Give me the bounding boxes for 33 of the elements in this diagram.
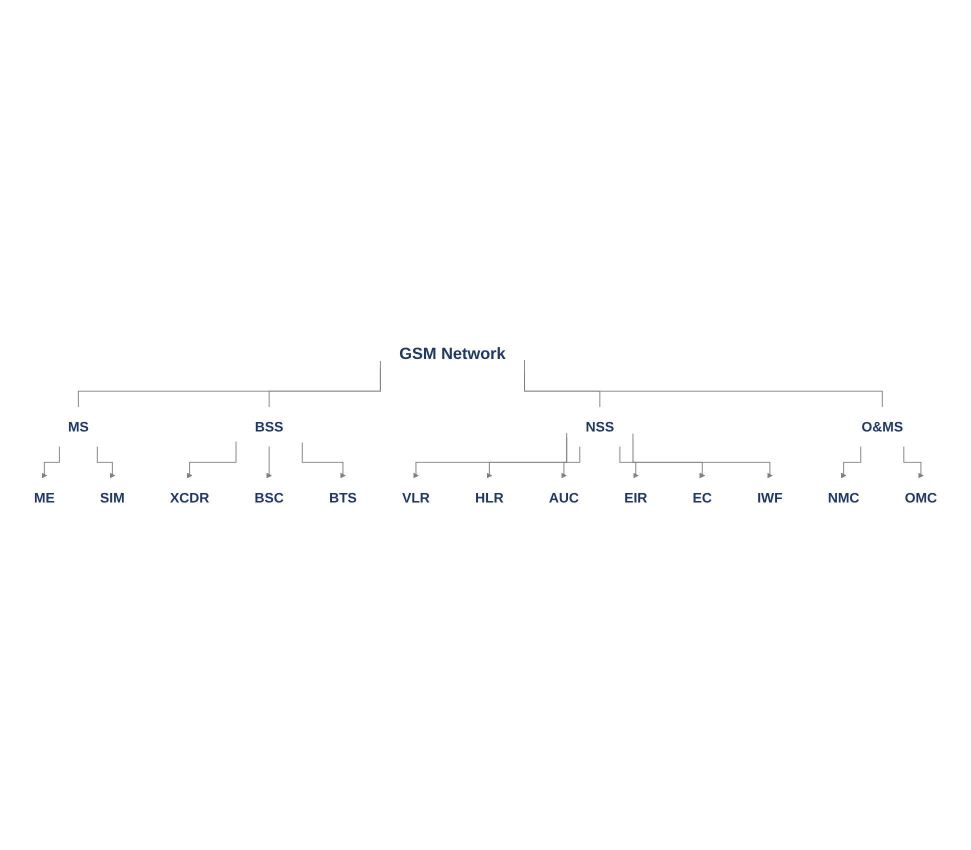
- node-text: HLR: [475, 490, 504, 506]
- node-text: SIM: [100, 490, 125, 506]
- arrow: [302, 442, 346, 478]
- arrow: [619, 446, 639, 478]
- node-text: GSM Network: [399, 344, 506, 363]
- node-text: O&MS: [862, 419, 904, 435]
- connector: [78, 360, 381, 408]
- arrow: [840, 446, 862, 478]
- node-text: EC: [692, 490, 712, 506]
- arrow: [42, 446, 60, 478]
- arrow: [96, 446, 116, 478]
- connector: [524, 360, 883, 408]
- arrow: [561, 446, 580, 478]
- node-text: OMC: [904, 490, 938, 506]
- node-text: IWF: [757, 490, 783, 506]
- node-text: AUC: [548, 490, 579, 506]
- node-text: VLR: [402, 490, 430, 506]
- node-text: BSC: [254, 490, 284, 506]
- arrow: [632, 433, 773, 478]
- node-text: BSS: [254, 419, 284, 435]
- connector: [268, 368, 381, 408]
- node-text: BTS: [329, 490, 357, 506]
- node-text: MS: [68, 419, 89, 435]
- arrow: [413, 432, 568, 478]
- arrow: [486, 437, 568, 478]
- node-text: EIR: [624, 490, 648, 506]
- node-text: ME: [34, 490, 55, 506]
- node-text: NSS: [586, 419, 614, 435]
- arrow: [903, 446, 924, 478]
- arrow: [266, 446, 272, 478]
- node-text: NMC: [828, 490, 860, 506]
- node-text: XCDR: [170, 490, 210, 506]
- arrow: [186, 441, 236, 478]
